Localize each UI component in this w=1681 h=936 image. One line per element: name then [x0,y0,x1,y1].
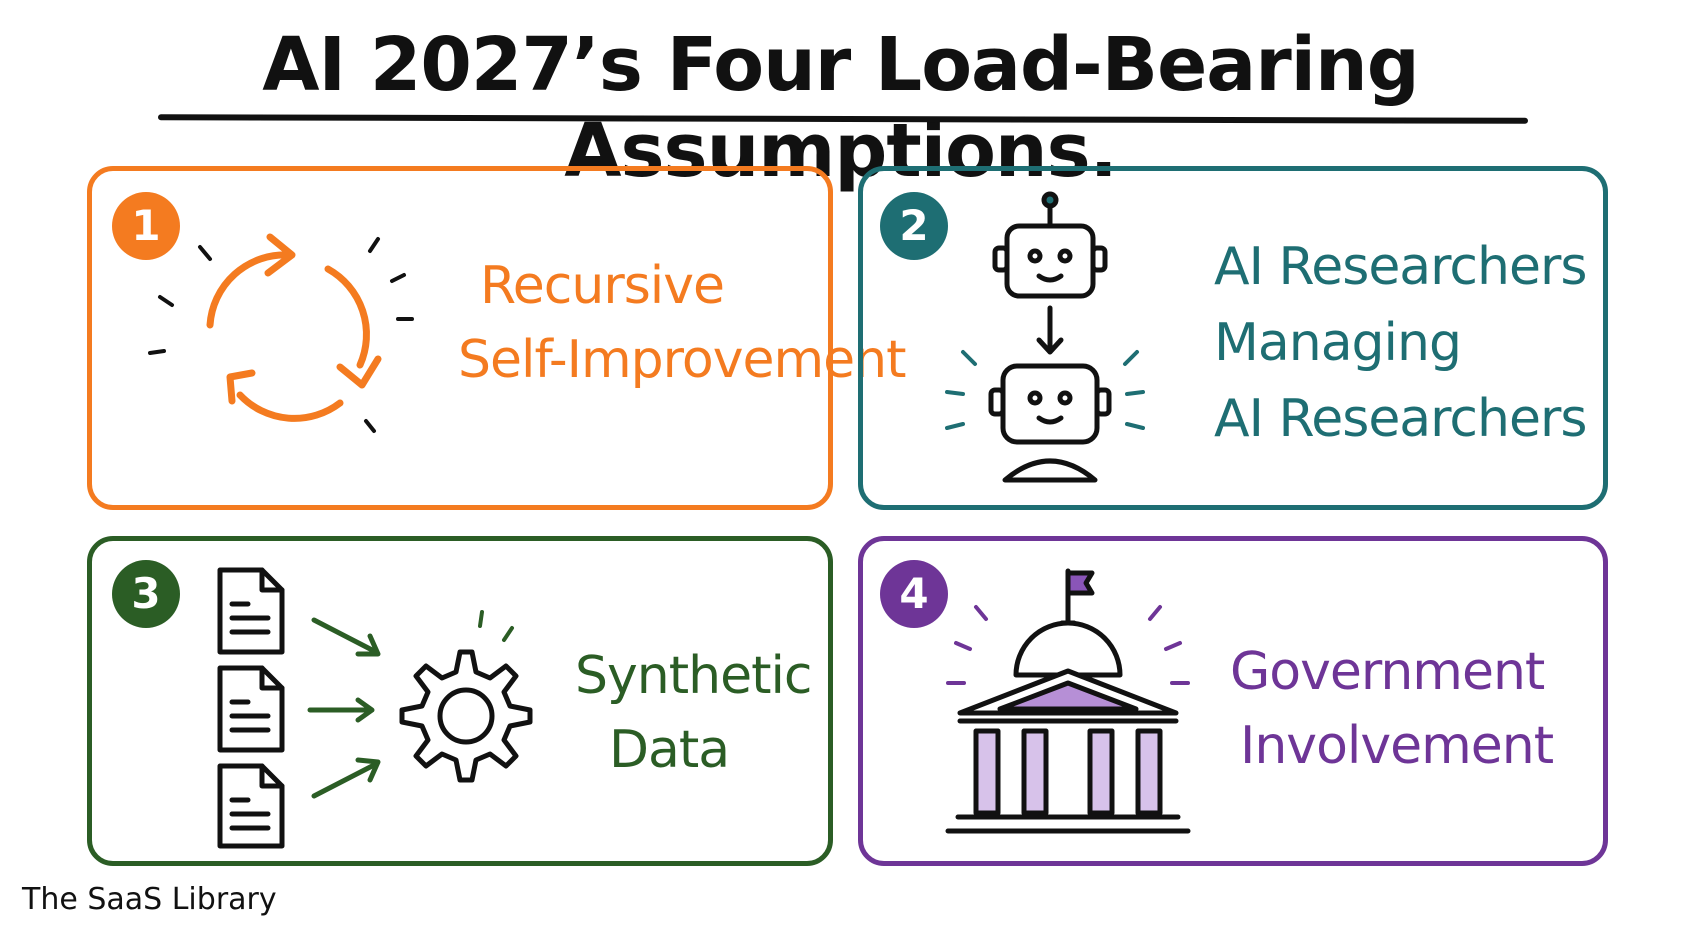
card-1-number-badge: 1 [112,192,180,260]
card-government-involvement [858,536,1608,866]
card-3-line-2: Data [609,719,730,780]
cycle-arrows-icon [148,233,414,433]
card-1-line-2: Self-Improvement [458,329,906,390]
government-building-icon [945,568,1191,834]
card-2-line-1: AI Researchers [1214,237,1587,297]
robot-hierarchy-icon [945,191,1145,483]
card-3-label: Synthetic Data [575,640,813,788]
card-3-number-badge: 3 [112,560,180,628]
documents-to-gear-icon [217,567,533,849]
card-3-line-1: Synthetic [575,646,813,706]
card-4-label: Government Involvement [1230,636,1554,784]
card-4-line-1: Government [1230,642,1545,702]
card-2-label: AI Researchers Managing AI Researchers [1214,230,1587,458]
card-ai-researchers [858,166,1608,510]
card-2-number-badge: 2 [880,192,948,260]
card-recursive-self-improvement [87,166,833,510]
card-4-number-badge: 4 [880,560,948,628]
card-1-line-1: Recursive [480,256,725,316]
card-4-line-2: Involvement [1240,715,1554,776]
card-2-line-2: Managing [1214,312,1462,373]
card-2-line-3: AI Researchers [1214,388,1587,449]
card-1-label: Recursive Self-Improvement [458,250,906,398]
card-synthetic-data [87,536,833,866]
footer-brand: The SaaS Library [22,882,277,917]
